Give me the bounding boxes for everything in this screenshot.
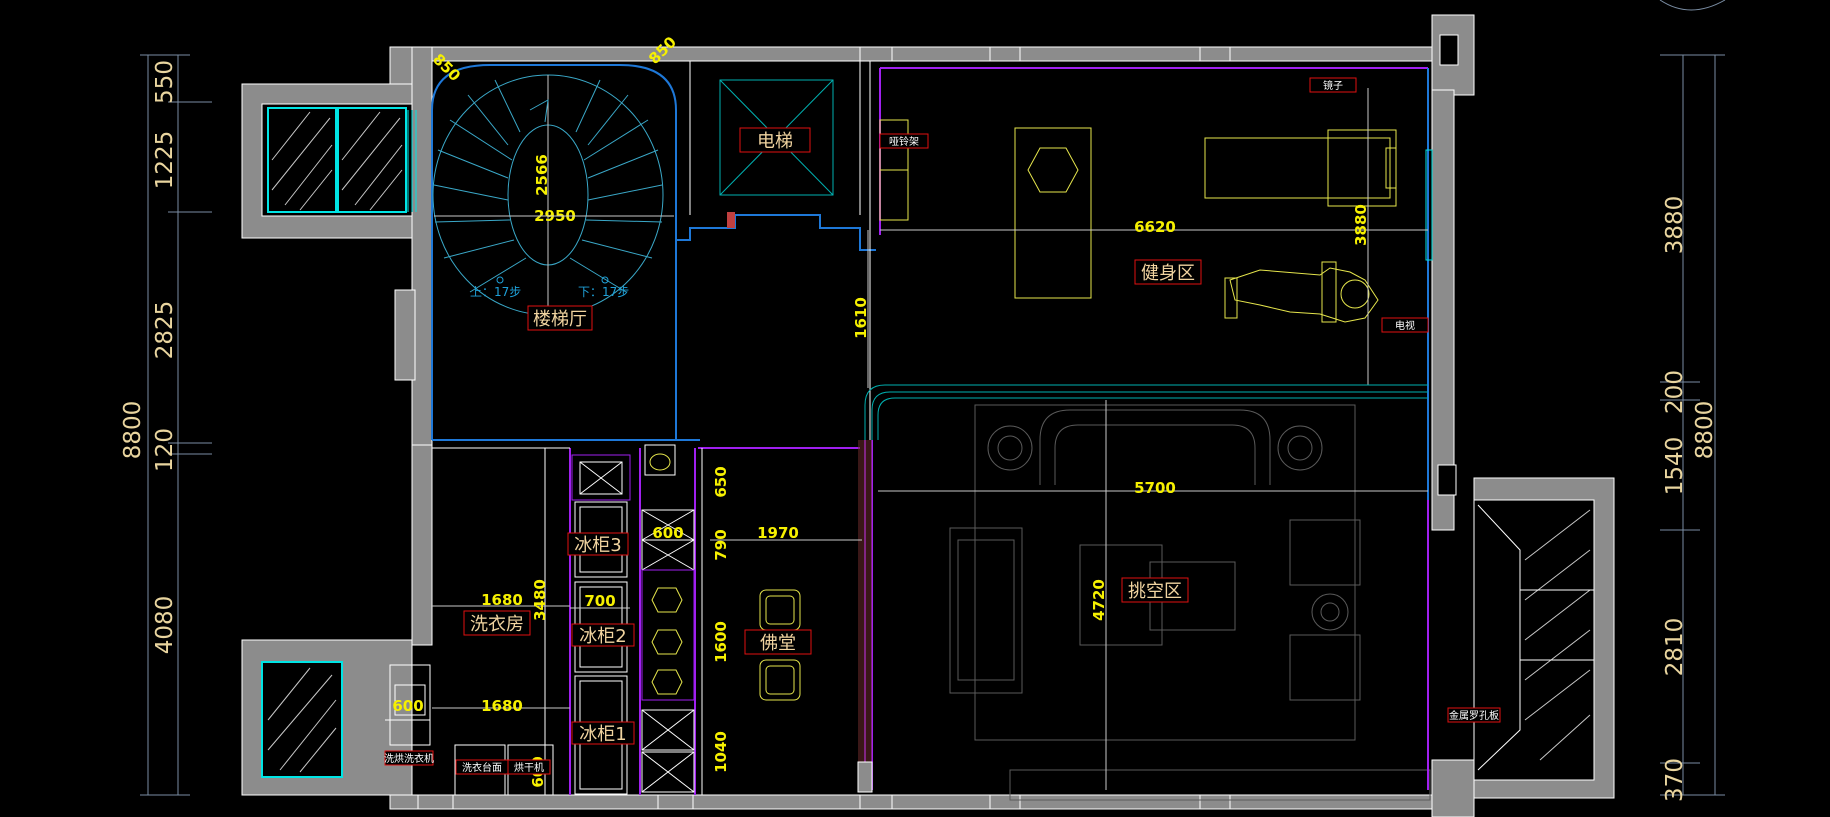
- mirror-label: 镜子: [1323, 79, 1343, 92]
- fitness-label-box: [1134, 259, 1202, 285]
- left-dim-total: 8800: [120, 401, 146, 460]
- right-dim-200: 200: [1662, 370, 1688, 414]
- laundry-label-box: [463, 610, 531, 636]
- dim-700: 700: [584, 592, 615, 610]
- purple-partitions: [569, 440, 1429, 795]
- void-label: 挑空区: [1128, 581, 1182, 602]
- dim-600-a: 600: [392, 697, 423, 715]
- stair-hall: 上：17步 下：17步: [431, 64, 700, 441]
- bay-window-top-left: [241, 83, 417, 239]
- freezer1-label-box: [571, 721, 635, 745]
- buddha-hall: [701, 448, 801, 795]
- bay-window-bottom-left: [241, 639, 413, 796]
- dim-1600: 1600: [712, 621, 730, 663]
- mirror-label-box: [1309, 77, 1357, 93]
- laundry-counter-label: 洗衣台面: [462, 761, 502, 774]
- dim-600-cabinet: 600: [652, 524, 683, 542]
- laundry-label: 洗衣房: [470, 614, 524, 635]
- column-strip: [858, 440, 872, 790]
- freezer3-label-box: [567, 532, 629, 556]
- dim-4720: 4720: [1090, 579, 1108, 621]
- void-label-box: [1121, 577, 1189, 603]
- freezer3-label: 冰柜3: [574, 535, 621, 556]
- buddha-label: 佛堂: [760, 633, 796, 654]
- left-dim-1225: 1225: [152, 131, 178, 190]
- right-dimension-chain: [1660, 54, 1725, 796]
- elevator-shaft: [676, 61, 876, 251]
- dryer-label-box: [507, 759, 551, 775]
- left-dim-2825: 2825: [152, 301, 178, 360]
- stair-up-label: 上：17步: [470, 285, 521, 299]
- freezer2-label: 冰柜2: [579, 626, 626, 647]
- dim-850-b: 850: [645, 33, 680, 68]
- freezer2-label-box: [571, 623, 635, 647]
- washer-label: 洗烘洗衣机: [384, 752, 434, 765]
- dim-1680-a: 1680: [481, 591, 523, 609]
- top-right-arc: [1659, 0, 1726, 11]
- tv-label-box: [1381, 317, 1429, 333]
- elevator-label: 电梯: [757, 131, 793, 152]
- void-area: [949, 404, 1431, 801]
- left-dim-550: 550: [152, 60, 178, 104]
- column-bottom: [857, 761, 873, 793]
- dim-3880-inner: 3880: [1352, 204, 1370, 246]
- washer-label-box: [384, 750, 434, 766]
- stair-hall-label: 楼梯厅: [533, 309, 587, 330]
- left-dim-120: 120: [152, 428, 178, 472]
- left-dim-4080: 4080: [152, 596, 178, 655]
- dim-1680-b: 1680: [481, 697, 523, 715]
- stair-hall-label-box: [527, 305, 593, 331]
- dim-2566: 2566: [533, 154, 551, 196]
- outer-walls: [389, 14, 1475, 817]
- dim-6620: 6620: [1134, 218, 1176, 236]
- dim-1040: 1040: [712, 731, 730, 773]
- elevator-label-box: [739, 127, 811, 153]
- buddha-label-box: [744, 629, 812, 655]
- rack-label: 哑铃架: [889, 135, 919, 148]
- grille-label-box: [1447, 707, 1501, 723]
- fitness-area: [879, 67, 1433, 520]
- right-dim-2810: 2810: [1662, 618, 1688, 677]
- stair-down-label: 下：17步: [578, 285, 629, 299]
- dim-1610: 1610: [852, 297, 870, 339]
- left-dimension-chain: [140, 54, 212, 796]
- right-dim-1540: 1540: [1662, 437, 1688, 496]
- fitness-label: 健身区: [1141, 263, 1195, 284]
- dim-3480: 3480: [531, 579, 549, 621]
- glass-railing: [864, 384, 1428, 440]
- dim-1970: 1970: [757, 524, 799, 542]
- rack-label-box: [879, 133, 929, 149]
- right-dim-total: 8800: [1692, 401, 1718, 460]
- freezer1-label: 冰柜1: [579, 724, 626, 745]
- bay-window-bottom-right: [1473, 477, 1615, 799]
- column-top-right: [1439, 34, 1459, 66]
- dim-5700: 5700: [1134, 479, 1176, 497]
- tv-label: 电视: [1395, 319, 1415, 332]
- right-dim-370: 370: [1662, 758, 1688, 802]
- column-mid-right: [1437, 464, 1457, 496]
- dryer-label: 烘干机: [514, 761, 544, 774]
- right-dim-3880: 3880: [1662, 196, 1688, 255]
- dim-650: 650: [712, 466, 730, 497]
- dim-790: 790: [712, 529, 730, 560]
- grille-label: 金属罗孔板: [1449, 709, 1499, 722]
